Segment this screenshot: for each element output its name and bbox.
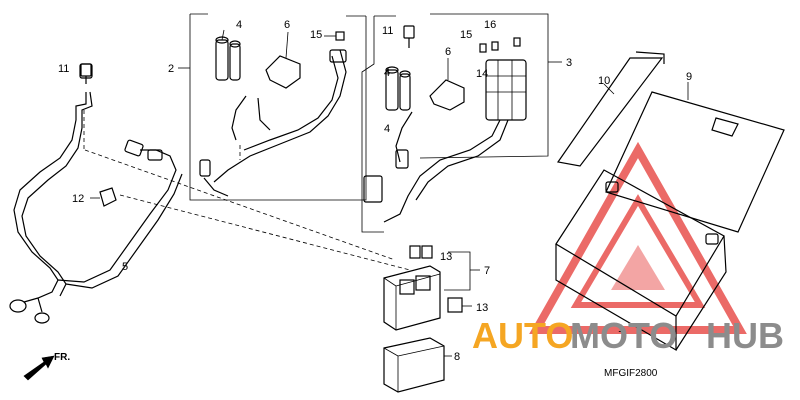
harness-right-sub — [363, 111, 509, 223]
fuse-13-top — [409, 245, 433, 259]
leader-lines — [83, 110, 411, 271]
battery-1 — [555, 169, 727, 352]
harness-left-sub — [199, 49, 347, 197]
diagram-code: MFGIF2800 — [604, 368, 658, 379]
callout-6-right: 6 — [445, 46, 451, 58]
fuse-15-right — [479, 37, 521, 53]
fuse-15-left — [324, 31, 345, 41]
battery-cover-9 — [605, 82, 785, 233]
group-frame-3 — [361, 13, 562, 233]
group-frame-2 — [178, 13, 367, 201]
callout-2: 2 — [168, 63, 174, 75]
fuse-box-14 — [485, 59, 527, 121]
watermark-auto: AUTO — [472, 315, 573, 356]
callout-7: 7 — [484, 265, 490, 277]
connector-6-right — [429, 58, 465, 111]
callout-4-left: 4 — [236, 19, 242, 31]
callout-5: 5 — [122, 261, 128, 273]
callout-6-left: 6 — [284, 19, 290, 31]
callout-4-right: 4 — [384, 67, 390, 79]
callout-15-right: 15 — [460, 29, 472, 41]
callout-13-top: 13 — [440, 251, 452, 263]
callout-16: 16 — [484, 19, 496, 31]
watermark-text: AUTO MOTO HUB — [472, 315, 784, 356]
watermark-moto: MOTO — [570, 315, 677, 356]
battery-band-10 — [556, 51, 665, 167]
wire-harness — [9, 63, 183, 324]
front-direction-label: FR. — [54, 352, 70, 363]
callout-11-left: 11 — [58, 63, 69, 75]
callout-15-left: 15 — [310, 29, 322, 41]
callout-8: 8 — [454, 351, 460, 363]
front-arrow-icon — [23, 355, 55, 381]
clip-12 — [90, 187, 117, 207]
relay-cover-8 — [383, 337, 452, 393]
callout-14: 14 — [476, 68, 488, 80]
callout-1: 1 — [618, 323, 624, 335]
callout-4-right-lower: 4 — [384, 123, 390, 135]
callout-numbers: 11 4 6 15 2 11 16 15 6 14 4 4 3 10 9 12 … — [58, 19, 692, 363]
relay-4-right — [385, 66, 411, 111]
callout-3: 3 — [566, 57, 572, 69]
fuse-13-bottom — [447, 297, 472, 313]
bolt-11-left — [80, 63, 92, 84]
bolt-11-right — [403, 25, 415, 48]
callout-13-bottom: 13 — [476, 302, 488, 314]
watermark-hub: HUB — [706, 315, 784, 356]
callout-10: 10 — [598, 75, 610, 87]
callout-12: 12 — [72, 193, 84, 205]
group-frame-7 — [444, 251, 480, 291]
watermark-logo — [529, 141, 747, 334]
starter-relay-7 — [383, 265, 441, 331]
relay-4-left — [215, 29, 241, 81]
connector-6-left — [265, 31, 301, 89]
callout-9: 9 — [686, 71, 692, 83]
callout-11-right: 11 — [382, 25, 393, 37]
